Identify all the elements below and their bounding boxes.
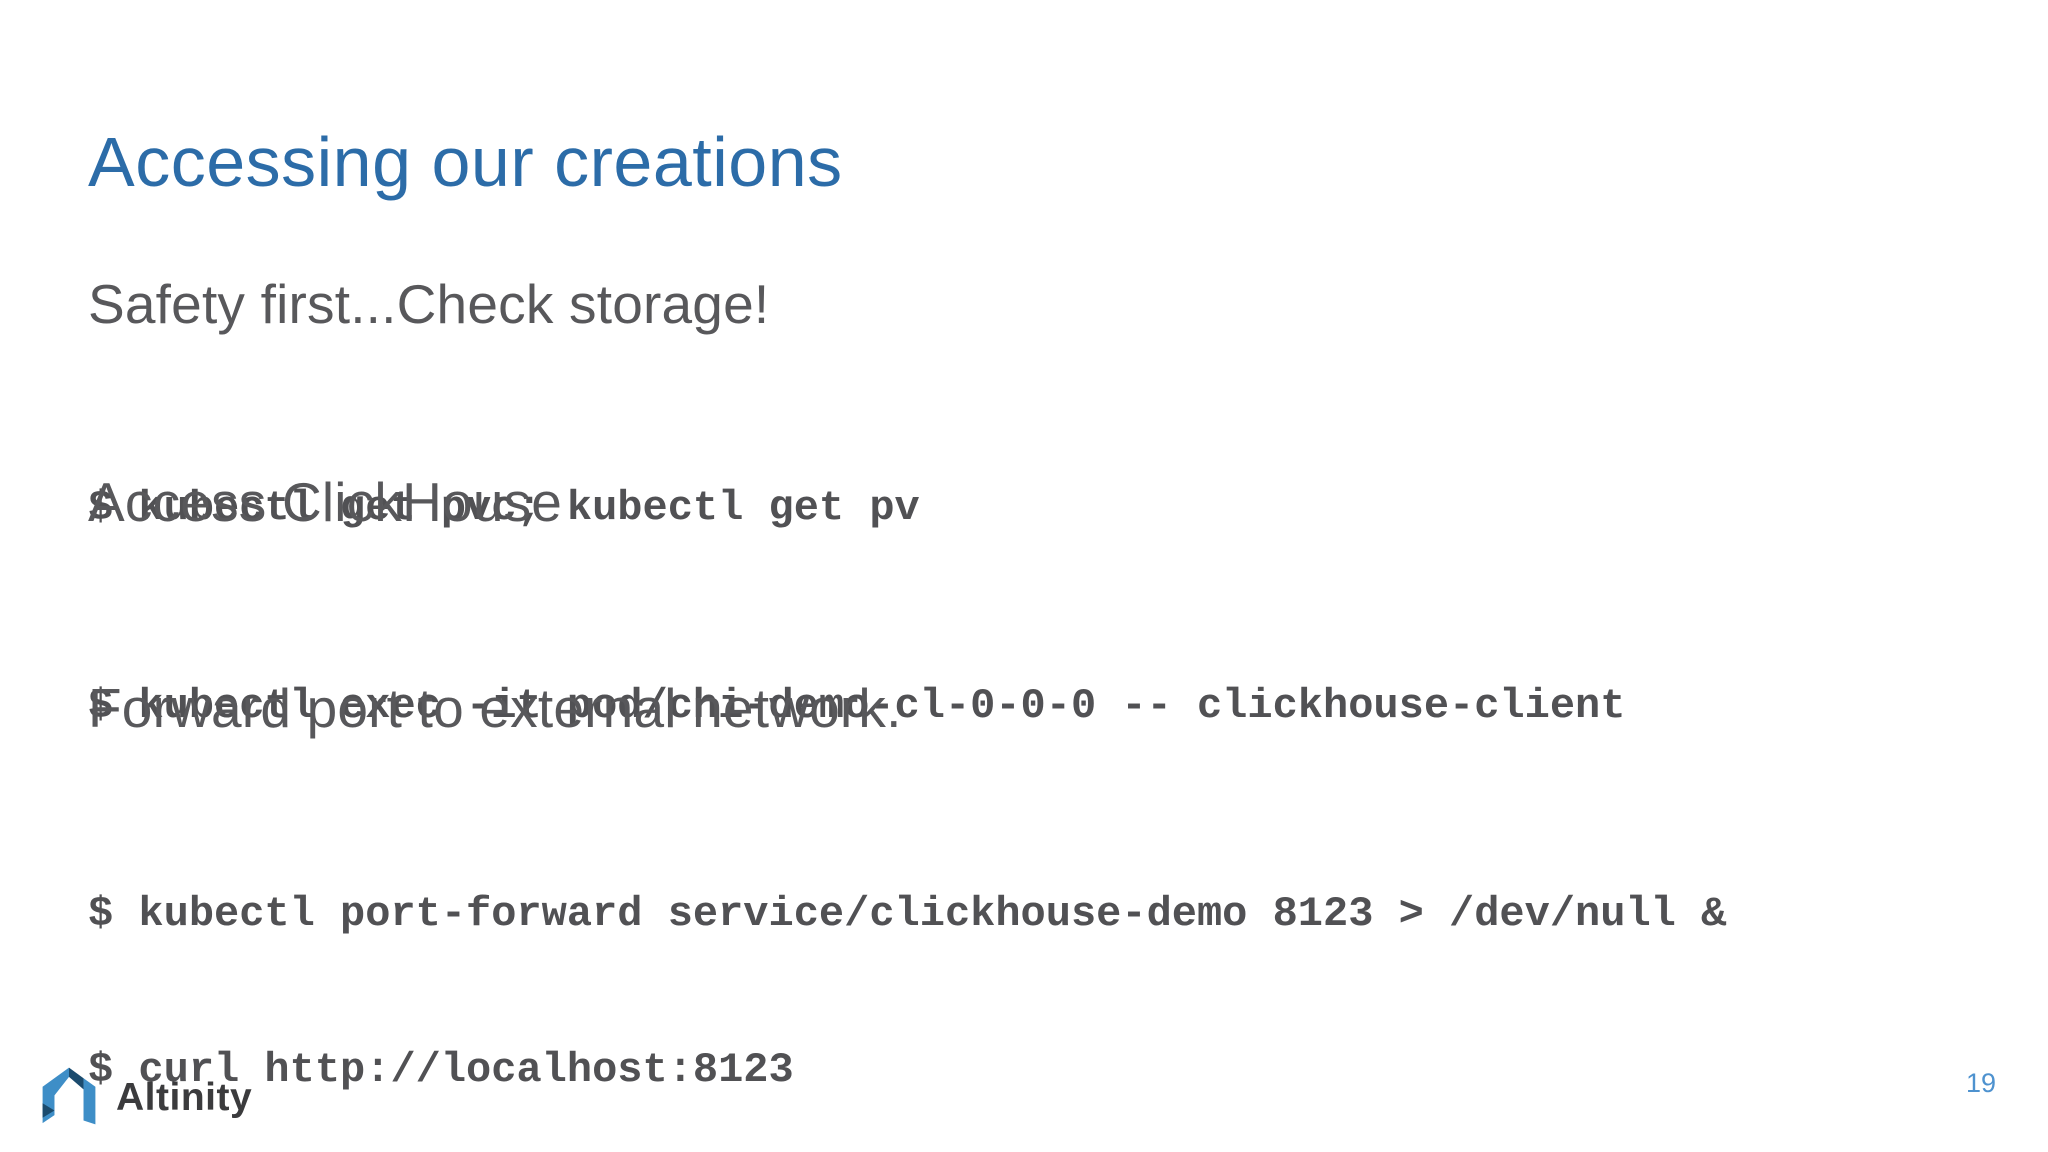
code-line: $ kubectl get pvc; kubectl get pv <box>88 484 920 532</box>
slide-title: Accessing our creations <box>88 123 843 201</box>
section-heading-access: Access ClickHouse <box>88 471 563 533</box>
code-block-access: $ kubectl exec -it pod/chi-demo-cl-0-0-0… <box>88 576 1625 836</box>
altinity-logo-icon <box>42 1067 96 1125</box>
section-heading-port-forward: Forward port to external network. <box>88 677 902 739</box>
page-number: 19 <box>1965 1068 1996 1098</box>
code-line: $ curl http://localhost:8123 <box>88 1046 794 1094</box>
altinity-wordmark: Altinity <box>116 1076 253 1119</box>
code-block-port-forward: $ kubectl port-forward service/clickhous… <box>88 784 1726 1152</box>
footer-brand: Altinity <box>36 1066 252 1130</box>
code-line: $ kubectl port-forward service/clickhous… <box>88 890 1727 938</box>
code-line: $ kubectl exec -it pod/chi-demo-cl-0-0-0… <box>88 682 1626 730</box>
section-heading-storage: Safety first...Check storage! <box>88 273 770 335</box>
code-block-storage: $ kubectl get pvc; kubectl get pv <box>88 378 920 638</box>
